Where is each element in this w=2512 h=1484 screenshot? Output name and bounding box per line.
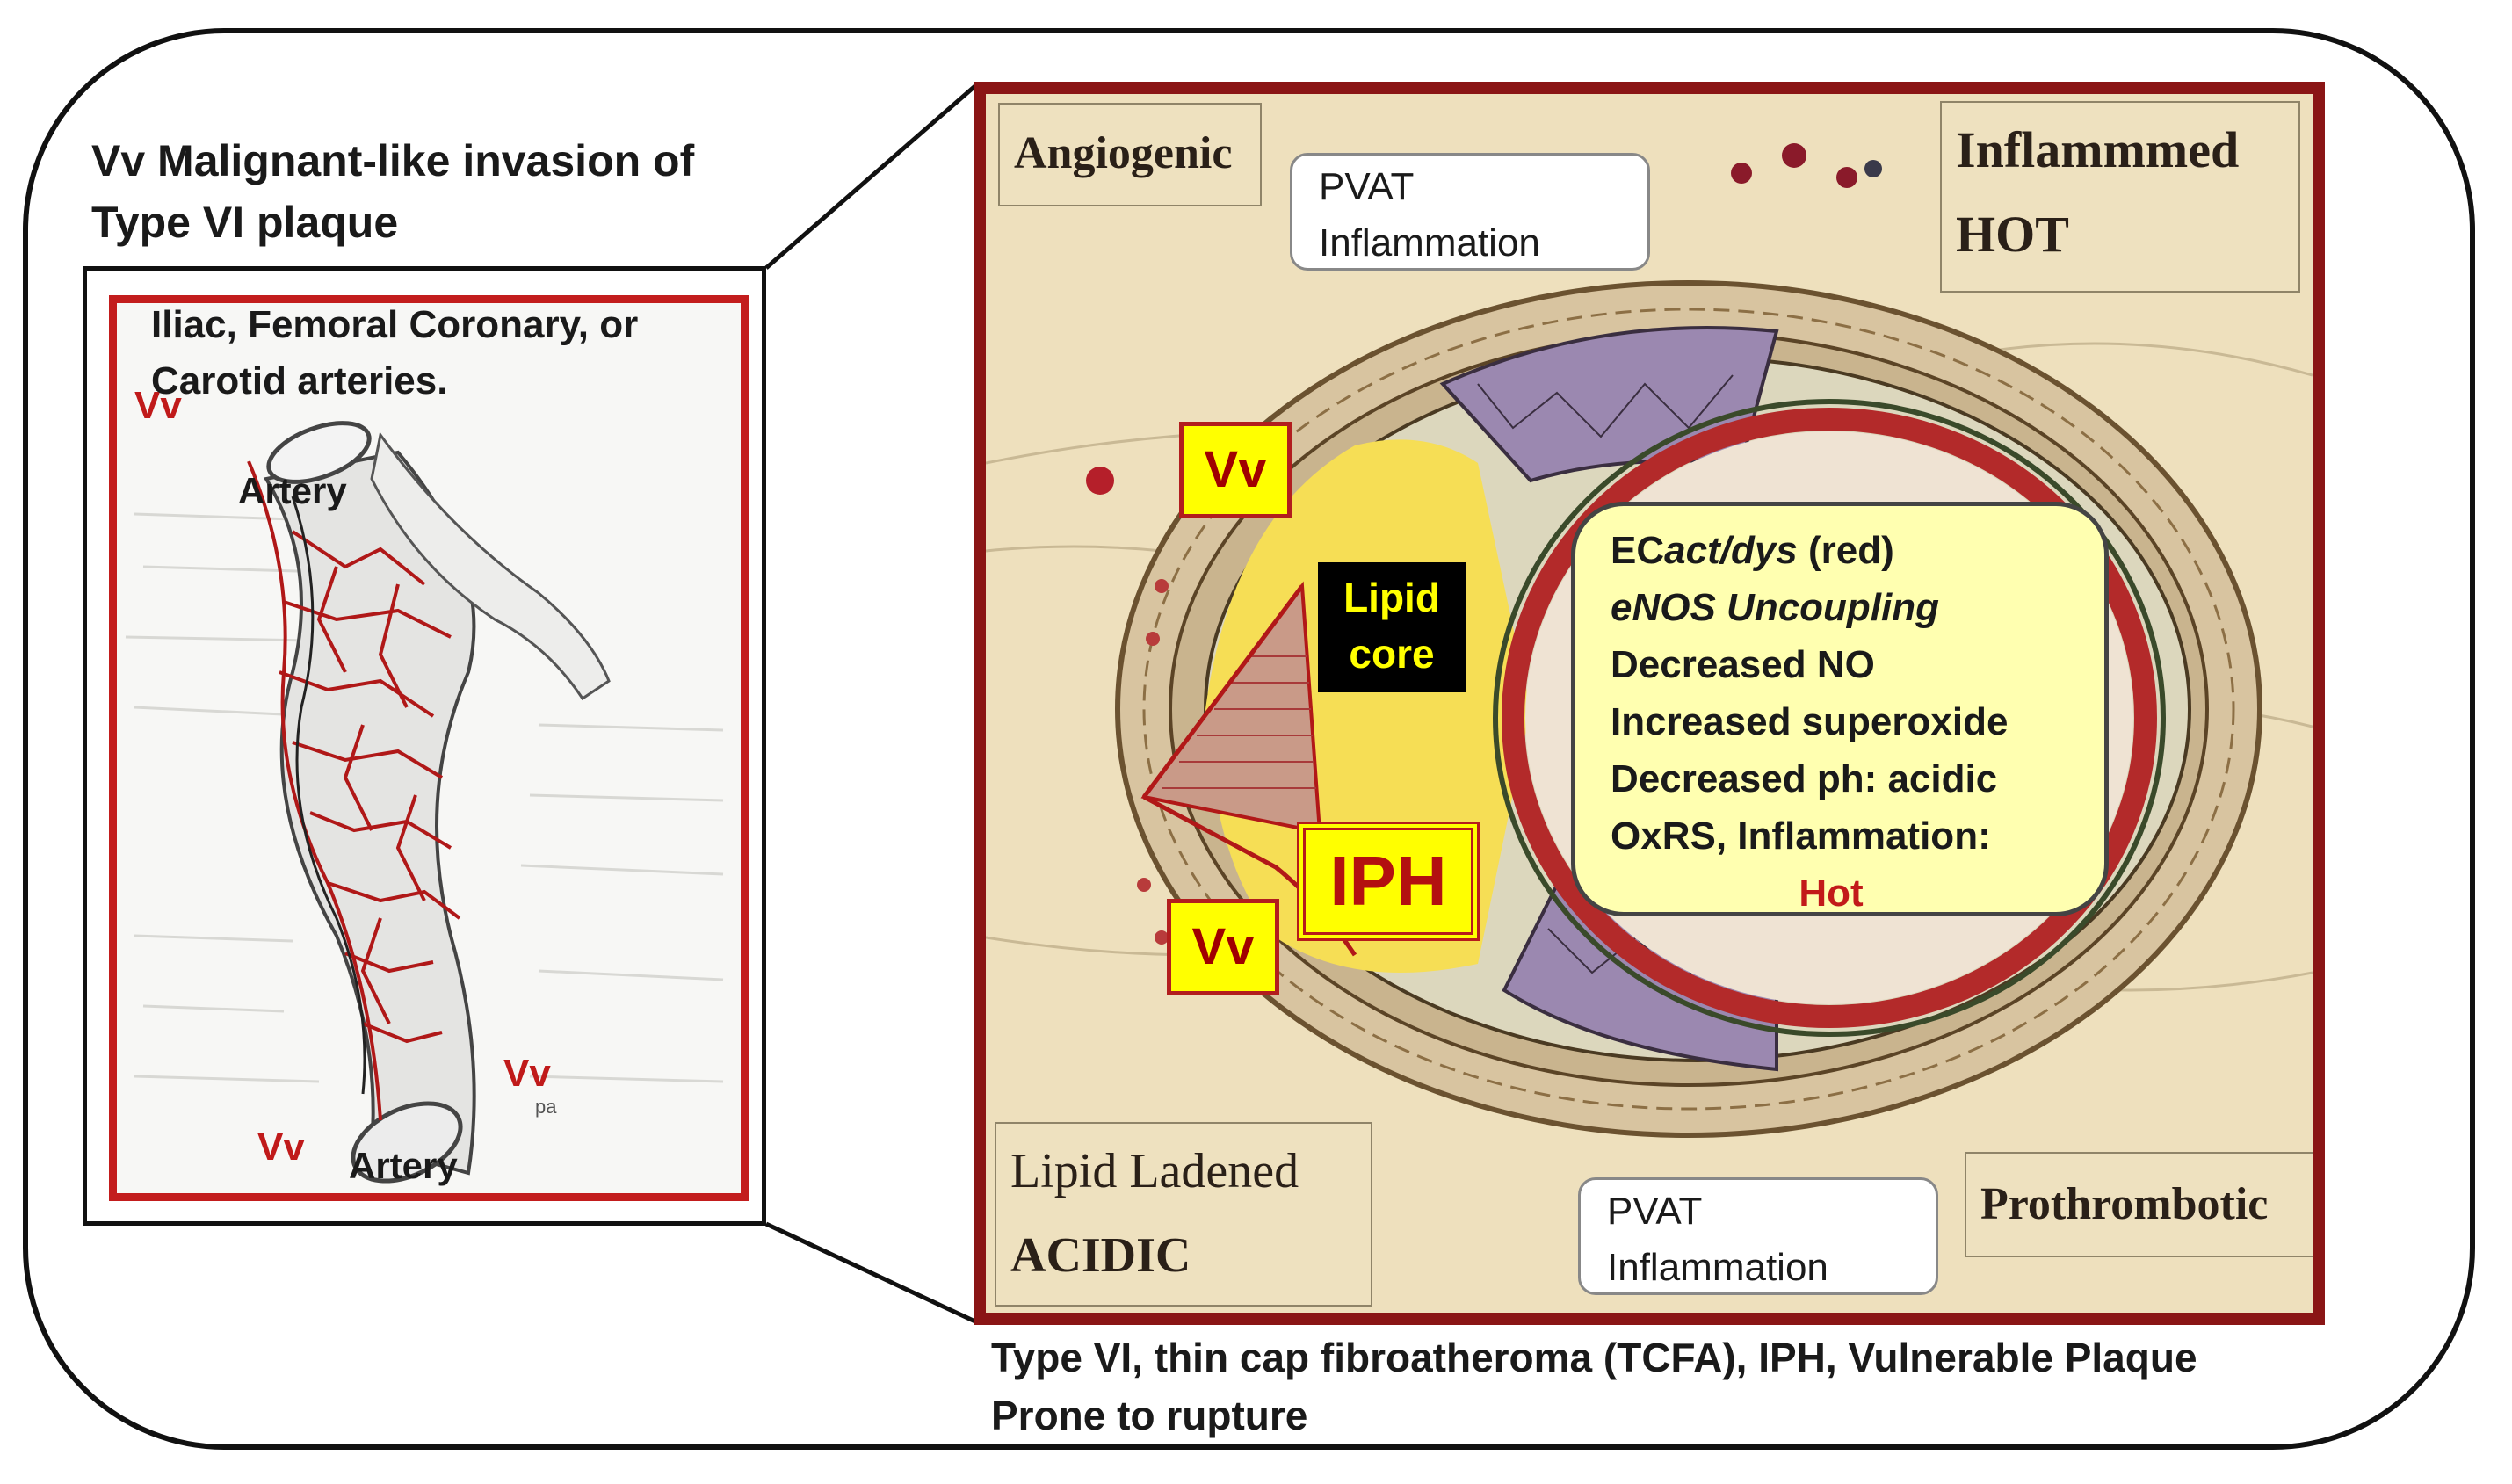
label-angiogenic: Angiogenic xyxy=(998,103,1262,206)
pvat-inflammation-bottom: PVAT Inflammation xyxy=(1578,1177,1938,1295)
left-panel-caption: Iliac, Femoral Coronary, or Carotid arte… xyxy=(151,303,639,402)
lipid-core-label: Lipid core xyxy=(1318,562,1466,692)
endothelial-dysfunction-info-box: ECact/dys (red) eNOS Uncoupling Decrease… xyxy=(1571,502,2109,916)
bottom-caption: Type VI, thin cap fibroatheroma (TCFA), … xyxy=(991,1335,2197,1438)
left-panel-title: Vv Malignant-like invasion of Type VI pl… xyxy=(91,136,695,247)
left-panel-illustration: Vv Artery Vv pa Vv Artery xyxy=(109,295,749,1201)
label-lipid-ladened-acidic: Lipid Ladened ACIDIC xyxy=(995,1122,1372,1307)
iph-label: IPH xyxy=(1297,822,1480,941)
label-inflammed-hot: Inflammmed HOT xyxy=(1940,101,2300,293)
hot-label: Hot xyxy=(1799,872,1864,915)
vv-box-lower: Vv xyxy=(1167,899,1279,995)
vv-label-top: Vv xyxy=(134,384,182,427)
artery-label-bottom: Artery xyxy=(349,1145,458,1186)
vv-label-bottom: Vv xyxy=(257,1126,305,1169)
pa-label: pa xyxy=(535,1096,557,1118)
artery-sketch xyxy=(125,421,724,1184)
artery-label-top: Artery xyxy=(238,470,347,511)
pvat-inflammation-top: PVAT Inflammation xyxy=(1290,153,1650,271)
label-prothrombotic: Prothrombotic xyxy=(1965,1152,2313,1257)
vv-box-upper: Vv xyxy=(1179,422,1292,518)
vv-label-mid: Vv xyxy=(503,1052,551,1095)
